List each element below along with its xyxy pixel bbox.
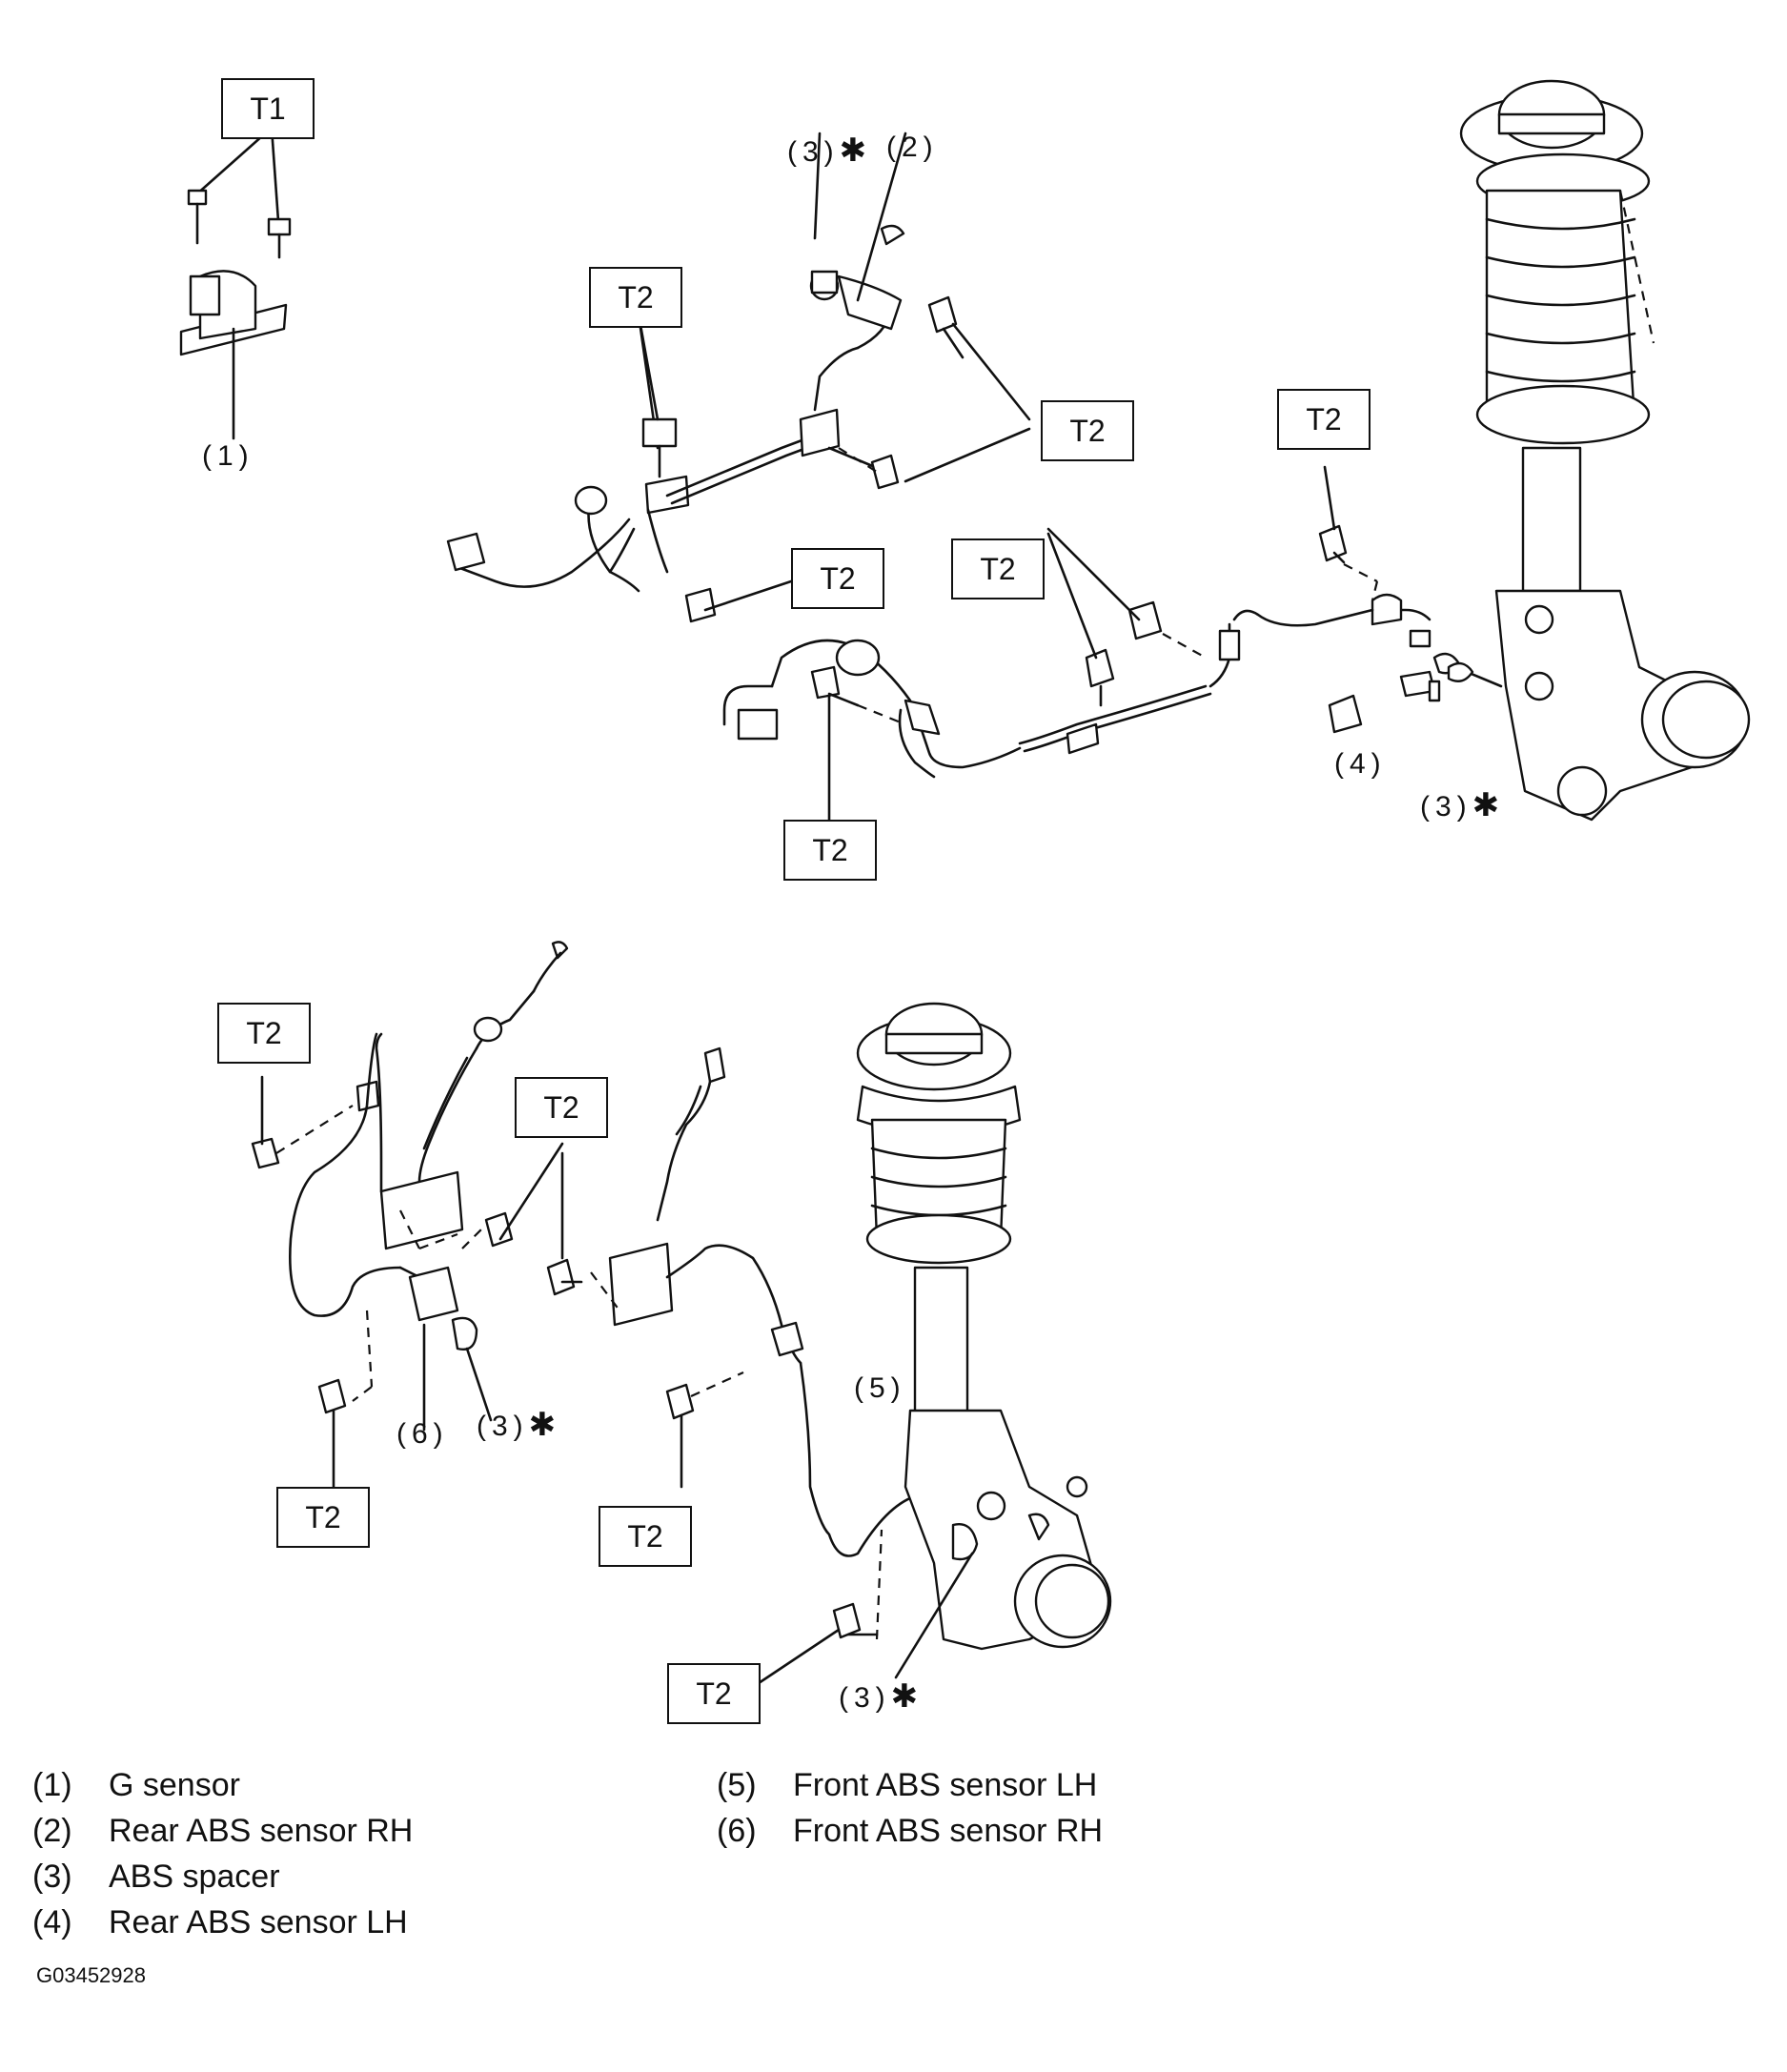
callout-g-sensor: (1) — [202, 440, 254, 472]
torque-label-t2: T2 — [667, 1663, 761, 1724]
torque-label-t2: T2 — [783, 820, 877, 881]
torque-label-t2: T2 — [276, 1487, 370, 1548]
torque-label-t2: T2 — [515, 1077, 608, 1138]
front-harness-lh-drawing — [546, 1046, 955, 1689]
callout-front-abs-lh: (5) — [854, 1372, 906, 1404]
torque-label-t2: T2 — [1277, 389, 1371, 450]
rear-harness-lh-drawing — [722, 593, 1460, 779]
legend-item: (1) G sensor — [32, 1767, 240, 1804]
callout-abs-spacer-number: (3) — [839, 1682, 891, 1714]
legend-number: (2) — [32, 1813, 72, 1849]
legend-item: (3) ABS spacer — [32, 1859, 280, 1896]
legend-number: (6) — [717, 1813, 757, 1849]
rear-lh-bolts-drawing — [810, 465, 1474, 822]
rear-rh-bolts-drawing — [637, 295, 1031, 623]
legend-label: G sensor — [109, 1767, 240, 1803]
legend-number: (4) — [32, 1904, 72, 1940]
legend-label: Front ABS sensor RH — [793, 1813, 1104, 1849]
legend-item: (2) Rear ABS sensor RH — [32, 1813, 413, 1850]
callout-abs-spacer: (3)✱ — [1420, 786, 1499, 824]
callout-abs-spacer: (3)✱ — [787, 132, 866, 170]
legend-number: (5) — [717, 1767, 757, 1803]
torque-label-t2: T2 — [217, 1003, 311, 1064]
callout-abs-spacer-number: (3) — [787, 136, 840, 168]
callout-abs-spacer: (3)✱ — [477, 1406, 556, 1444]
callout-rear-abs-lh: (4) — [1334, 748, 1387, 780]
torque-label-t1: T1 — [221, 78, 315, 139]
callout-abs-spacer-star: ✱ — [839, 132, 867, 169]
callout-abs-spacer-number: (3) — [477, 1411, 529, 1442]
rear-strut-drawing — [1442, 79, 1751, 822]
callout-abs-spacer-star: ✱ — [1472, 787, 1500, 823]
front-strut-drawing — [856, 1002, 1112, 1679]
callout-abs-spacer: (3)✱ — [839, 1677, 918, 1716]
legend-label: ABS spacer — [109, 1859, 280, 1895]
torque-label-t2: T2 — [599, 1506, 692, 1567]
legend-item: (5) Front ABS sensor LH — [717, 1767, 1097, 1804]
torque-label-t2: T2 — [589, 267, 682, 328]
g-sensor-drawing — [179, 126, 292, 440]
legend-item: (6) Front ABS sensor RH — [717, 1813, 1103, 1850]
callout-rear-abs-rh: (2) — [886, 132, 939, 163]
legend-item: (4) Rear ABS sensor LH — [32, 1904, 408, 1941]
figure-id: G03452928 — [36, 1963, 146, 1987]
callout-abs-spacer-number: (3) — [1420, 791, 1472, 823]
torque-label-t2: T2 — [1041, 400, 1134, 461]
callout-abs-spacer-star: ✱ — [528, 1407, 557, 1443]
rear-harness-rh-drawing — [446, 132, 907, 593]
front-harness-rh-drawing — [251, 941, 569, 1489]
torque-label-t2: T2 — [791, 548, 884, 609]
callout-front-abs-rh: (6) — [396, 1418, 449, 1450]
torque-label-t2: T2 — [951, 538, 1045, 599]
legend-number: (1) — [32, 1767, 72, 1803]
legend-label: Front ABS sensor LH — [793, 1767, 1098, 1803]
legend-label: Rear ABS sensor LH — [109, 1904, 408, 1940]
legend-label: Rear ABS sensor RH — [109, 1813, 414, 1849]
callout-abs-spacer-star: ✱ — [890, 1678, 919, 1715]
legend-number: (3) — [32, 1859, 72, 1895]
